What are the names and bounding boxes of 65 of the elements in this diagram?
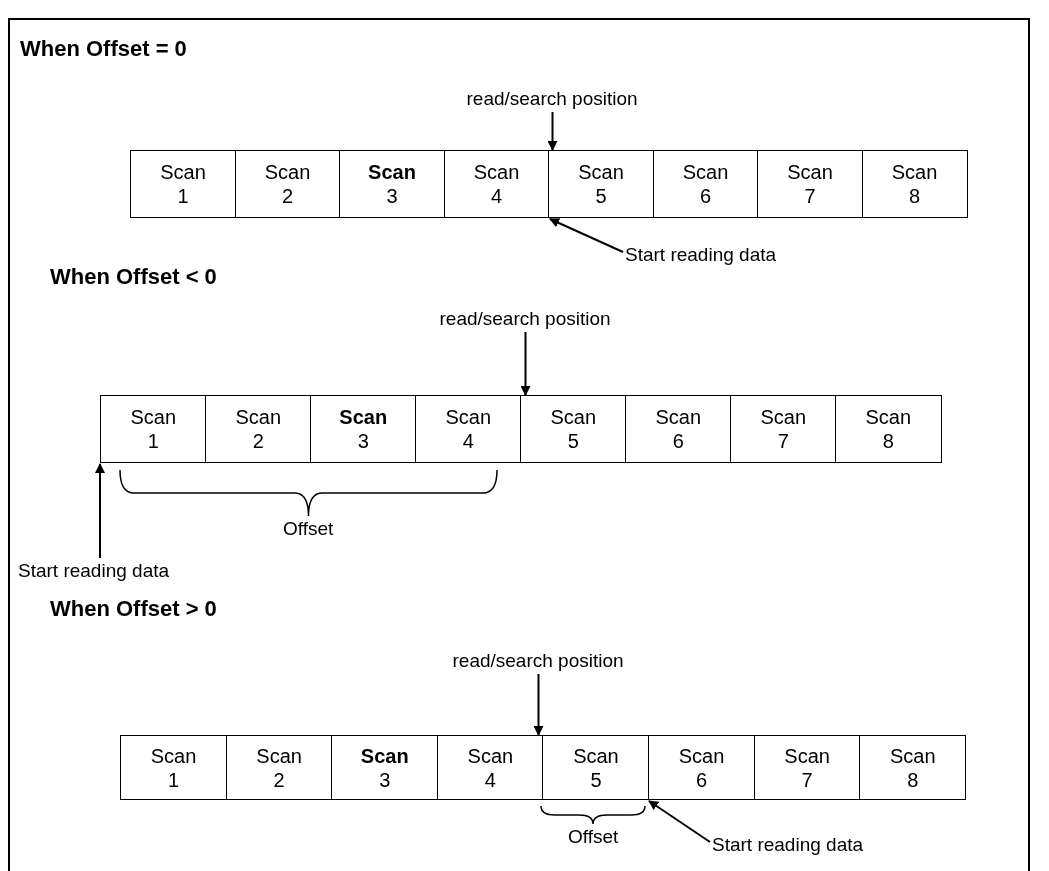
scan-cell	[234, 150, 341, 218]
scan-cell	[730, 395, 837, 463]
cell-label: Scan 1	[149, 743, 198, 792]
cell-label: Scan 2	[234, 405, 283, 453]
brace-label: Offset	[568, 826, 619, 848]
cell-label: Scan 5	[572, 743, 620, 792]
cell-label: Scan 3	[338, 405, 389, 453]
scan-cell	[859, 735, 967, 800]
arrow	[533, 673, 544, 736]
cell-label: Scan 8	[864, 405, 913, 453]
pointer-label: Start reading data	[18, 558, 170, 584]
section-heading: When Offset = 0	[20, 36, 187, 62]
scan-cell	[757, 150, 863, 218]
scan-cell	[100, 395, 207, 463]
cell-label: Scan 3	[359, 743, 410, 792]
scan-cell	[225, 735, 333, 800]
cell-label: Scan 5	[549, 405, 598, 453]
scan-cell	[339, 150, 445, 218]
scan-cell	[120, 735, 228, 800]
scan-cell	[205, 395, 312, 463]
cell-label: Scan 7	[786, 160, 834, 208]
scan-cell	[648, 735, 756, 800]
scan-cell	[331, 735, 439, 800]
scan-cell	[835, 395, 942, 463]
scan-cell	[130, 150, 236, 218]
cell-label: Scan 1	[129, 405, 178, 453]
cell-label: Scan 4	[444, 405, 493, 453]
scan-cell	[652, 150, 759, 218]
scan-cell	[542, 735, 650, 800]
scan-cell	[861, 150, 968, 218]
cell-label: Scan 4	[466, 743, 515, 792]
cell-label: Scan 8	[890, 160, 939, 208]
cell-label: Scan 6	[681, 160, 730, 208]
section-heading: When Offset < 0	[50, 264, 217, 290]
pointer-label: read/search position	[452, 648, 624, 674]
arrow	[549, 218, 624, 253]
cell-label: Scan 6	[677, 743, 726, 792]
scan-cell	[436, 735, 544, 800]
arrow	[520, 331, 531, 396]
scan-cell	[415, 395, 522, 463]
scan-cell	[625, 395, 732, 463]
cell-label: Scan 1	[159, 160, 207, 208]
brace-label: Offset	[283, 518, 334, 540]
cell-label: Scan 5	[577, 160, 625, 208]
scan-cell	[548, 150, 654, 218]
cell-label: Scan 2	[263, 160, 312, 208]
pointer-label: Start reading data	[625, 242, 777, 268]
scan-cell	[753, 735, 861, 800]
cell-label: Scan 7	[783, 743, 831, 792]
cell-label: Scan 4	[472, 160, 521, 208]
cell-label: Scan 8	[888, 743, 937, 792]
cell-label: Scan 6	[654, 405, 703, 453]
section-heading: When Offset > 0	[50, 596, 217, 622]
scan-cell	[520, 395, 627, 463]
cell-label: Scan 7	[759, 405, 808, 453]
scan-cell	[310, 395, 417, 463]
pointer-label: Start reading data	[712, 832, 864, 858]
scan-cell	[443, 150, 550, 218]
pointer-label: read/search position	[439, 306, 611, 332]
arrow	[648, 800, 711, 843]
arrow	[547, 111, 558, 151]
arrow	[95, 463, 105, 559]
cell-label: Scan 2	[255, 743, 303, 792]
cell-label: Scan 3	[367, 160, 417, 208]
pointer-label: read/search position	[466, 86, 638, 112]
